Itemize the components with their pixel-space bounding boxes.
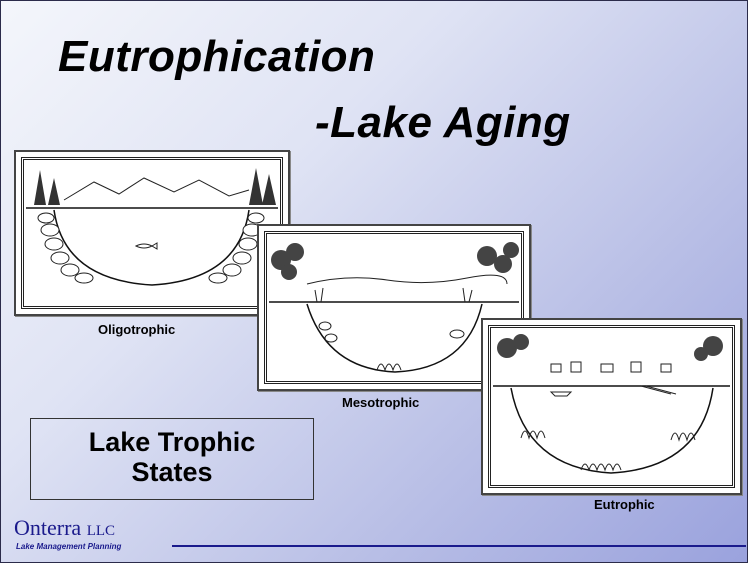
eutrophic-caption: Eutrophic [594,497,655,512]
logo-company-name: Onterra [14,515,81,540]
trophic-states-label-box: Lake Trophic States [30,418,314,500]
slide-title-line2: -Lake Aging [315,98,571,148]
footer-rule [172,545,746,547]
trophic-states-line2: States [31,457,313,487]
oligotrophic-lake-drawing [24,160,280,306]
oligotrophic-illustration [14,150,290,316]
eutrophic-illustration [481,318,742,495]
oligotrophic-caption: Oligotrophic [98,322,175,337]
mesotrophic-caption: Mesotrophic [342,395,419,410]
logo-tagline: Lake Management Planning [16,542,121,551]
onterra-logo: Onterra LLC Lake Management Planning [14,517,121,551]
logo-suffix: LLC [87,523,115,539]
logo-name: Onterra LLC [14,517,121,542]
slide-title-line1: Eutrophication [58,32,375,82]
eutrophic-lake-drawing [491,328,732,485]
trophic-states-line1: Lake Trophic [31,427,313,457]
